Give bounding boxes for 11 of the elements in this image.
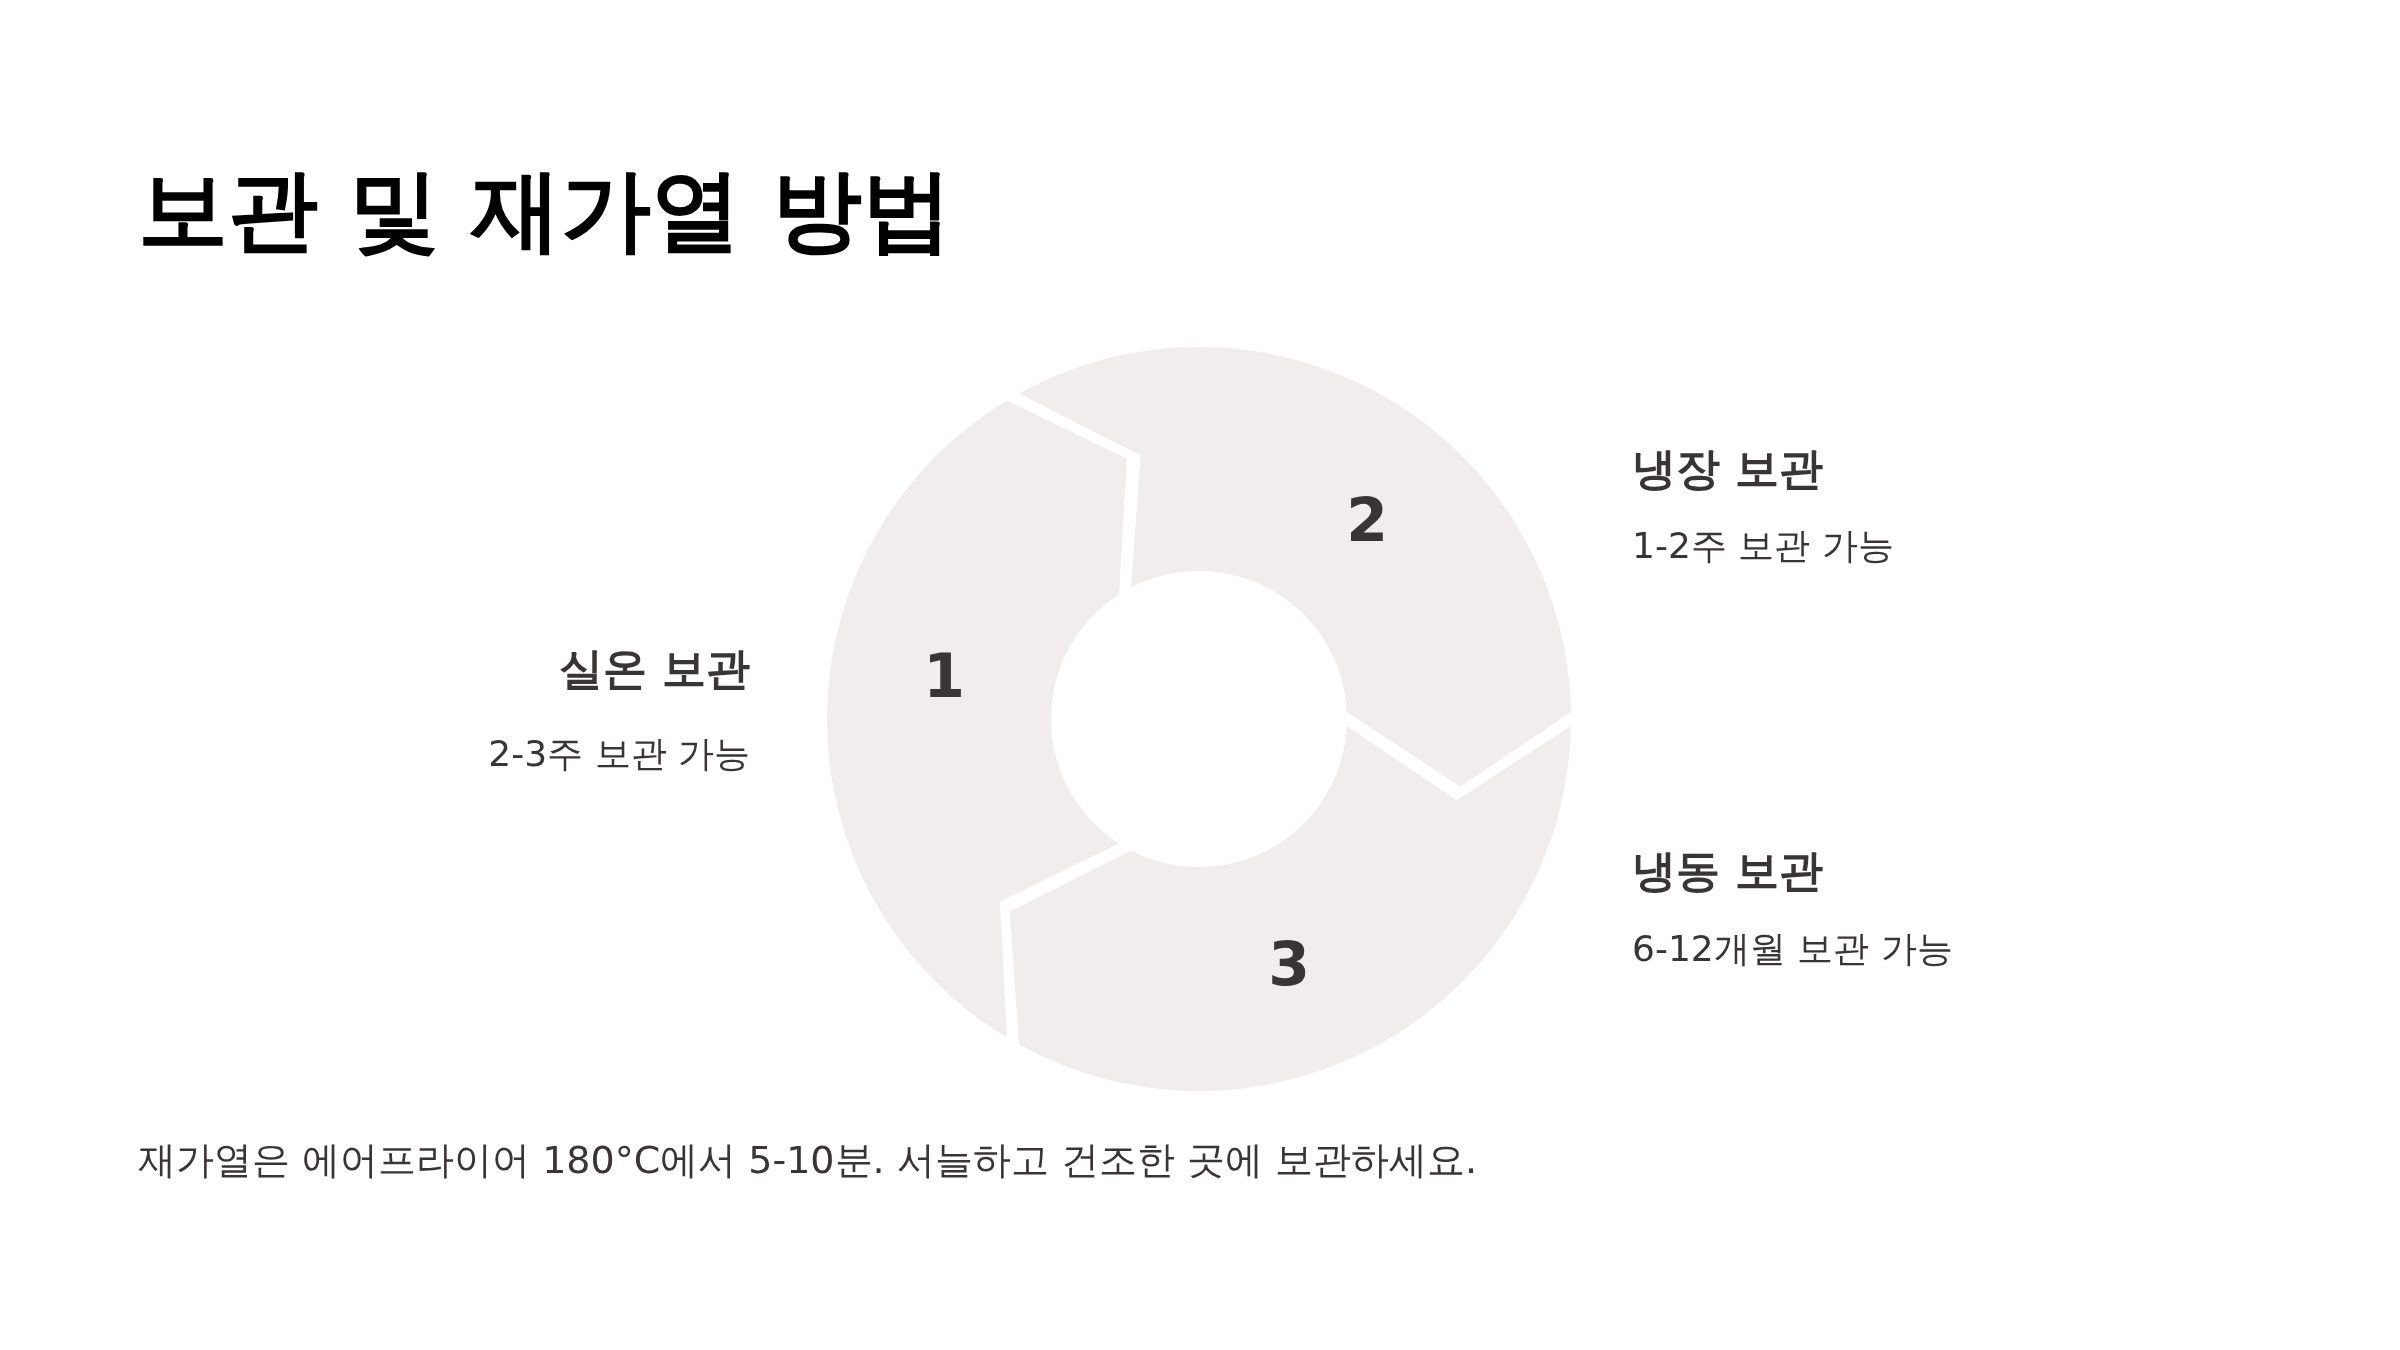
storage-duration: 6-12개월 보관 가능 [1632,927,1953,971]
storage-heading: 실온 보관 [558,642,750,696]
step-number: 3 [1267,928,1311,1001]
storage-heading: 냉동 보관 [1632,844,1824,898]
storage-duration: 2-3주 보관 가능 [488,732,750,776]
storage-heading: 냉장 보관 [1632,442,1824,496]
step-number: 2 [1345,484,1389,557]
storage-duration: 1-2주 보관 가능 [1632,524,1894,568]
title: 보관 및 재가열 방법 [138,156,952,264]
step-number: 1 [922,640,966,713]
footnote: 재가열은 에어프라이어 180°C에서 5-10분. 서늘하고 건조한 곳에 보관하세요. [138,1137,1478,1184]
